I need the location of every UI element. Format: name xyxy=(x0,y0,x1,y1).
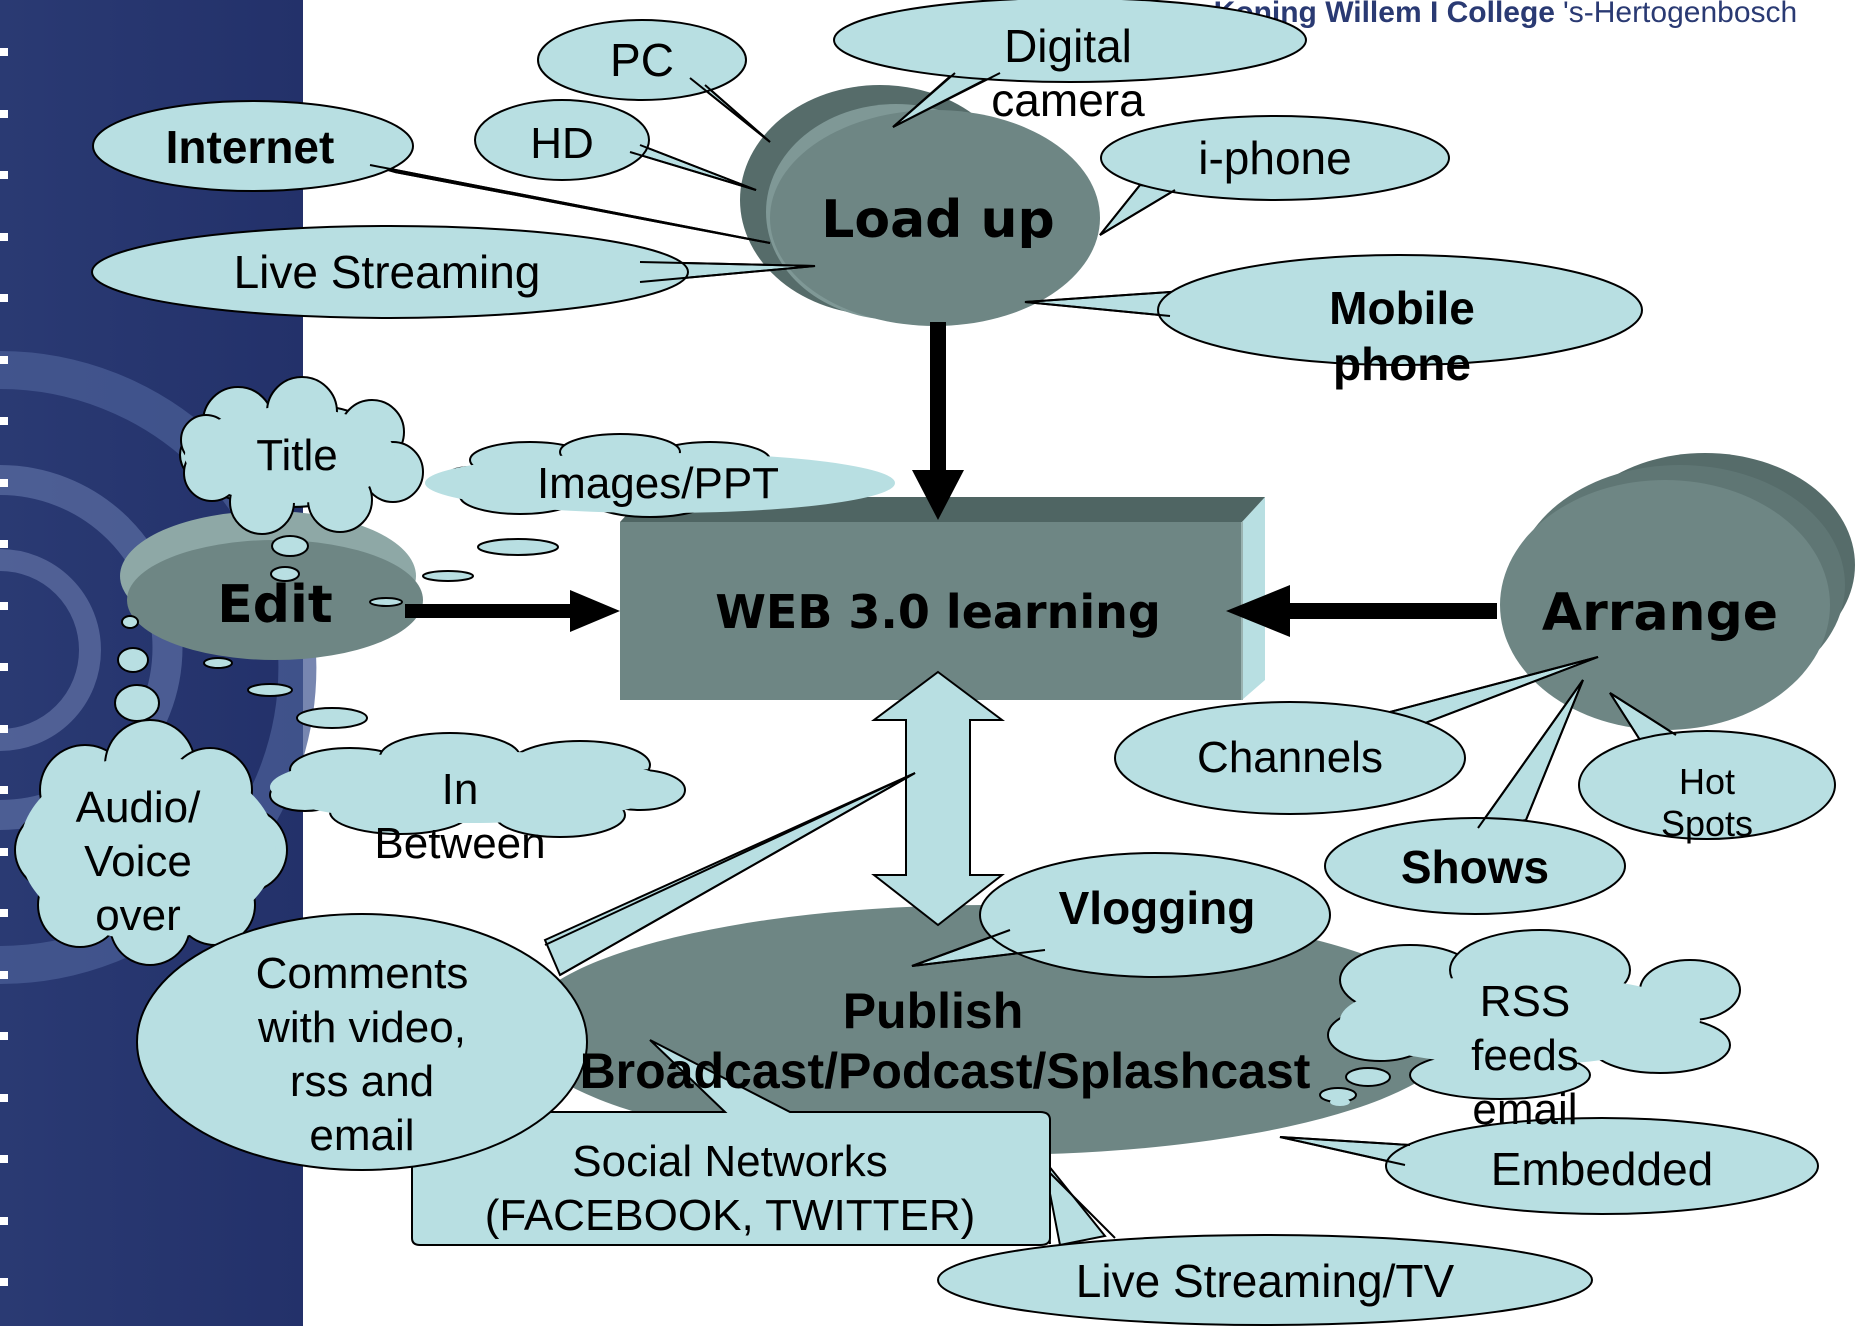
sidebar-bullet xyxy=(0,848,8,856)
sidebar-bullet xyxy=(0,1155,8,1163)
edit-node xyxy=(120,511,423,660)
sidebar-bullet xyxy=(0,1217,8,1225)
web30-box xyxy=(620,497,1265,700)
label-hd: HD xyxy=(530,119,594,168)
label-rss-2: feeds xyxy=(1471,1031,1579,1080)
bubble-internet xyxy=(92,100,771,244)
sidebar-bullet xyxy=(0,479,8,487)
sidebar-bullet xyxy=(0,1032,8,1040)
sidebar-bullet xyxy=(0,233,8,241)
bubble-vlogging xyxy=(911,852,1331,978)
sidebar-bullet xyxy=(0,110,8,118)
label-title: Title xyxy=(256,431,338,480)
bubble-digital-camera xyxy=(833,0,1307,128)
sidebar-bullet xyxy=(0,786,8,794)
label-shows: Shows xyxy=(1401,841,1549,893)
label-hot-spots-2: Spots xyxy=(1661,803,1753,844)
bubble-live-streaming-tv xyxy=(937,1163,1593,1326)
label-rss-1: RSS xyxy=(1480,977,1570,1026)
bubble-mobile-phone xyxy=(1024,254,1643,366)
label-channels: Channels xyxy=(1197,733,1383,782)
cloud-audio-voice-over xyxy=(14,719,288,966)
arrange-node xyxy=(1500,453,1855,730)
load-up-node xyxy=(740,85,1100,326)
sidebar-bullet xyxy=(0,1094,8,1102)
label-pc: PC xyxy=(610,34,674,86)
label-audio-1: Audio/ xyxy=(76,783,202,832)
label-rss-3: email xyxy=(1472,1085,1577,1134)
sidebar-bullet xyxy=(0,725,8,733)
sidebar-bullet xyxy=(0,540,8,548)
bubble-shows xyxy=(1324,679,1626,915)
label-images-ppt: Images/PPT xyxy=(537,459,779,508)
label-i-phone: i-phone xyxy=(1198,132,1351,184)
sidebar-decoration xyxy=(0,0,317,1326)
thought-dots xyxy=(114,535,559,729)
bubble-i-phone xyxy=(1099,115,1450,236)
sidebar-bullet xyxy=(0,971,8,979)
label-live-streaming: Live Streaming xyxy=(234,246,541,298)
label-publish-2: Broadcast/Podcast/Splashcast xyxy=(580,1043,1311,1099)
label-web30-learning: WEB 3.0 learning xyxy=(715,585,1161,639)
cloud-rss xyxy=(1319,929,1741,1106)
sidebar-bullet xyxy=(0,602,8,610)
label-digital-camera-2: camera xyxy=(991,74,1145,126)
sidebar-bullet xyxy=(0,663,8,671)
cloud-title xyxy=(179,376,424,535)
label-audio-3: over xyxy=(95,891,181,940)
bubble-channels xyxy=(1114,656,1599,815)
label-mobile-phone-2: phone xyxy=(1333,338,1471,390)
sidebar-bullet xyxy=(0,171,8,179)
label-arrange: Arrange xyxy=(1542,583,1778,643)
label-in-between-1: In xyxy=(442,765,479,814)
sidebar-bullet xyxy=(0,1278,8,1286)
sidebar-bullet xyxy=(0,48,8,56)
svg-text:'s-Hertogenbosch: 's-Hertogenbosch xyxy=(1563,0,1797,29)
label-comments-3: rss and xyxy=(290,1057,434,1106)
label-social-networks-2: (FACEBOOK, TWITTER) xyxy=(485,1191,976,1240)
label-mobile-phone-1: Mobile xyxy=(1329,282,1475,334)
bubble-hd xyxy=(474,99,757,191)
label-digital-camera-1: Digital xyxy=(1004,20,1132,72)
cloud-images-ppt xyxy=(425,433,895,518)
cloud-in-between xyxy=(269,732,686,838)
arrows xyxy=(405,322,1497,637)
sidebar-bullet xyxy=(0,294,8,302)
sidebar-bullet xyxy=(0,356,8,364)
sidebar-bullet xyxy=(0,417,8,425)
bubble-embedded xyxy=(1279,1117,1819,1215)
label-embedded: Embedded xyxy=(1491,1143,1714,1195)
label-internet: Internet xyxy=(166,121,335,173)
label-live-streaming-tv: Live Streaming/TV xyxy=(1076,1255,1455,1307)
label-vlogging: Vlogging xyxy=(1059,882,1256,934)
sidebar-bullets xyxy=(0,48,8,1286)
label-social-networks-1: Social Networks xyxy=(572,1137,887,1186)
label-load-up: Load up xyxy=(821,190,1055,250)
college-logo: Koning Willem I College 's-Hertogenbosch xyxy=(1214,0,1798,29)
sidebar-bullet xyxy=(0,909,8,917)
label-comments-4: email xyxy=(309,1111,414,1160)
bubble-hot-spots xyxy=(1578,692,1836,840)
label-comments-2: with video, xyxy=(257,1003,466,1052)
bubble-live-streaming xyxy=(91,225,816,319)
label-hot-spots-1: Hot xyxy=(1679,761,1735,802)
label-audio-2: Voice xyxy=(84,837,192,886)
label-publish-1: Publish xyxy=(843,983,1024,1039)
label-edit: Edit xyxy=(217,575,332,635)
label-comments-1: Comments xyxy=(256,949,469,998)
label-in-between-2: Between xyxy=(374,819,545,868)
bubble-comments xyxy=(136,772,916,1171)
logo-city: 's-Hertogenbosch xyxy=(1563,0,1797,29)
bubble-pc xyxy=(537,19,771,143)
double-arrow xyxy=(871,670,1005,927)
